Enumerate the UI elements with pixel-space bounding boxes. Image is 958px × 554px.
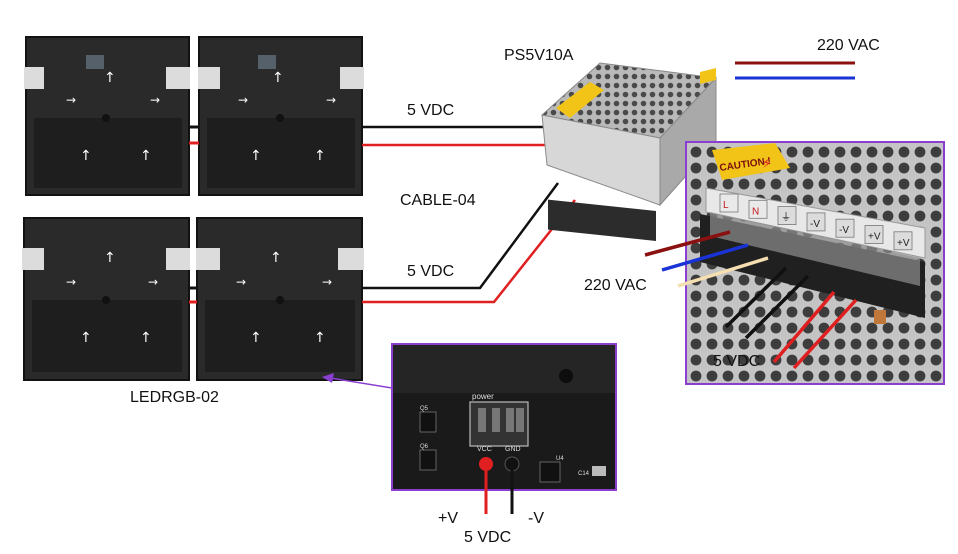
terminal-label: N [752, 206, 759, 217]
inset-ac-label: 220 VAC [584, 277, 647, 294]
svg-text:↑: ↑ [250, 148, 262, 164]
c14-label: C14 [578, 471, 590, 477]
terminal-cell [719, 193, 739, 213]
terminal-cell [864, 225, 884, 244]
terminal-label: L [723, 200, 729, 211]
terminal-labels: L N ⏚ -V -V +V +V [719, 193, 913, 251]
vcc-label: VCC [477, 446, 492, 453]
callout-arrow [322, 373, 334, 383]
terminal-label: ⏚ [781, 212, 791, 224]
panel-label: LEDRGB-02 [130, 389, 219, 406]
terminal-label: +V [868, 232, 881, 243]
minus-v-label: -V [528, 510, 544, 527]
q5-label: Q5 [420, 406, 429, 412]
terminal-cell [893, 231, 913, 251]
led-panel-bottom-right: ↑ → → ↑ ↑ [196, 217, 364, 381]
svg-text:↑: ↑ [140, 330, 152, 346]
u4-label: U4 [556, 456, 564, 462]
svg-text:→: → [66, 93, 76, 107]
svg-text:↑: ↑ [104, 70, 116, 86]
inset-ac-wires [644, 230, 769, 288]
gnd-label: GND [505, 446, 521, 453]
svg-text:↑: ↑ [80, 330, 92, 346]
svg-text:→: → [326, 93, 336, 107]
svg-text:→: → [148, 275, 158, 289]
lower-dc-label: 5 VDC [407, 263, 454, 280]
inset-dc-label: 5 VDC [713, 353, 760, 370]
gnd-probe [504, 456, 520, 472]
svg-text:↑: ↑ [140, 148, 152, 164]
voltage-trim-pot [874, 310, 886, 324]
led-panel-top-right: ↑ → → ↑ ↑ [198, 36, 364, 196]
connector-dc-label: 5 VDC [464, 529, 511, 546]
board-connector-inset: power VCC GND Q5 Q6 U4 C14 [391, 343, 617, 491]
callout-line [323, 376, 393, 389]
svg-text:→: → [150, 93, 160, 107]
cable-label: CABLE-04 [400, 192, 476, 209]
terminal-cell [835, 218, 855, 238]
power-supply-label: PS5V10A [504, 47, 574, 64]
dc-cable-lower [362, 182, 576, 304]
q6-label: Q6 [420, 444, 429, 450]
terminal-label: -V [810, 219, 820, 230]
upper-dc-label: 5 VDC [407, 102, 454, 119]
terminal-cell [806, 212, 826, 232]
caution-label [712, 143, 790, 180]
led-panel-bottom-left: ↑ → → ↑ ↑ [22, 217, 190, 381]
svg-text:↑: ↑ [314, 148, 326, 164]
terminal-cell [748, 199, 768, 219]
svg-text:↑: ↑ [80, 148, 92, 164]
mains-legend-label: 220 VAC [817, 37, 880, 54]
lightning-icon: ⚡ [762, 156, 772, 172]
svg-text:→: → [322, 275, 332, 289]
terminal-label: -V [839, 225, 849, 236]
svg-text:↑: ↑ [272, 70, 284, 86]
inset-dc-wires [724, 266, 858, 370]
power-header-label: power [472, 392, 494, 401]
svg-text:↑: ↑ [250, 330, 262, 346]
svg-text:↑: ↑ [314, 330, 326, 346]
svg-text:↑: ↑ [104, 250, 116, 266]
svg-text:→: → [66, 275, 76, 289]
svg-text:→: → [238, 93, 248, 107]
terminal-cell [777, 206, 797, 226]
plus-v-label: +V [438, 510, 458, 527]
svg-text:↑: ↑ [270, 250, 282, 266]
terminal-label: +V [897, 238, 910, 249]
vcc-probe [479, 457, 493, 471]
dc-cable-upper [362, 125, 545, 147]
led-panel-top-left: ↑ → → ↑ ↑ [24, 36, 190, 196]
psu-terminal-inset: CAUTION ! ⚡ LN⏚-V-V+V+V [685, 141, 945, 385]
svg-text:→: → [236, 275, 246, 289]
